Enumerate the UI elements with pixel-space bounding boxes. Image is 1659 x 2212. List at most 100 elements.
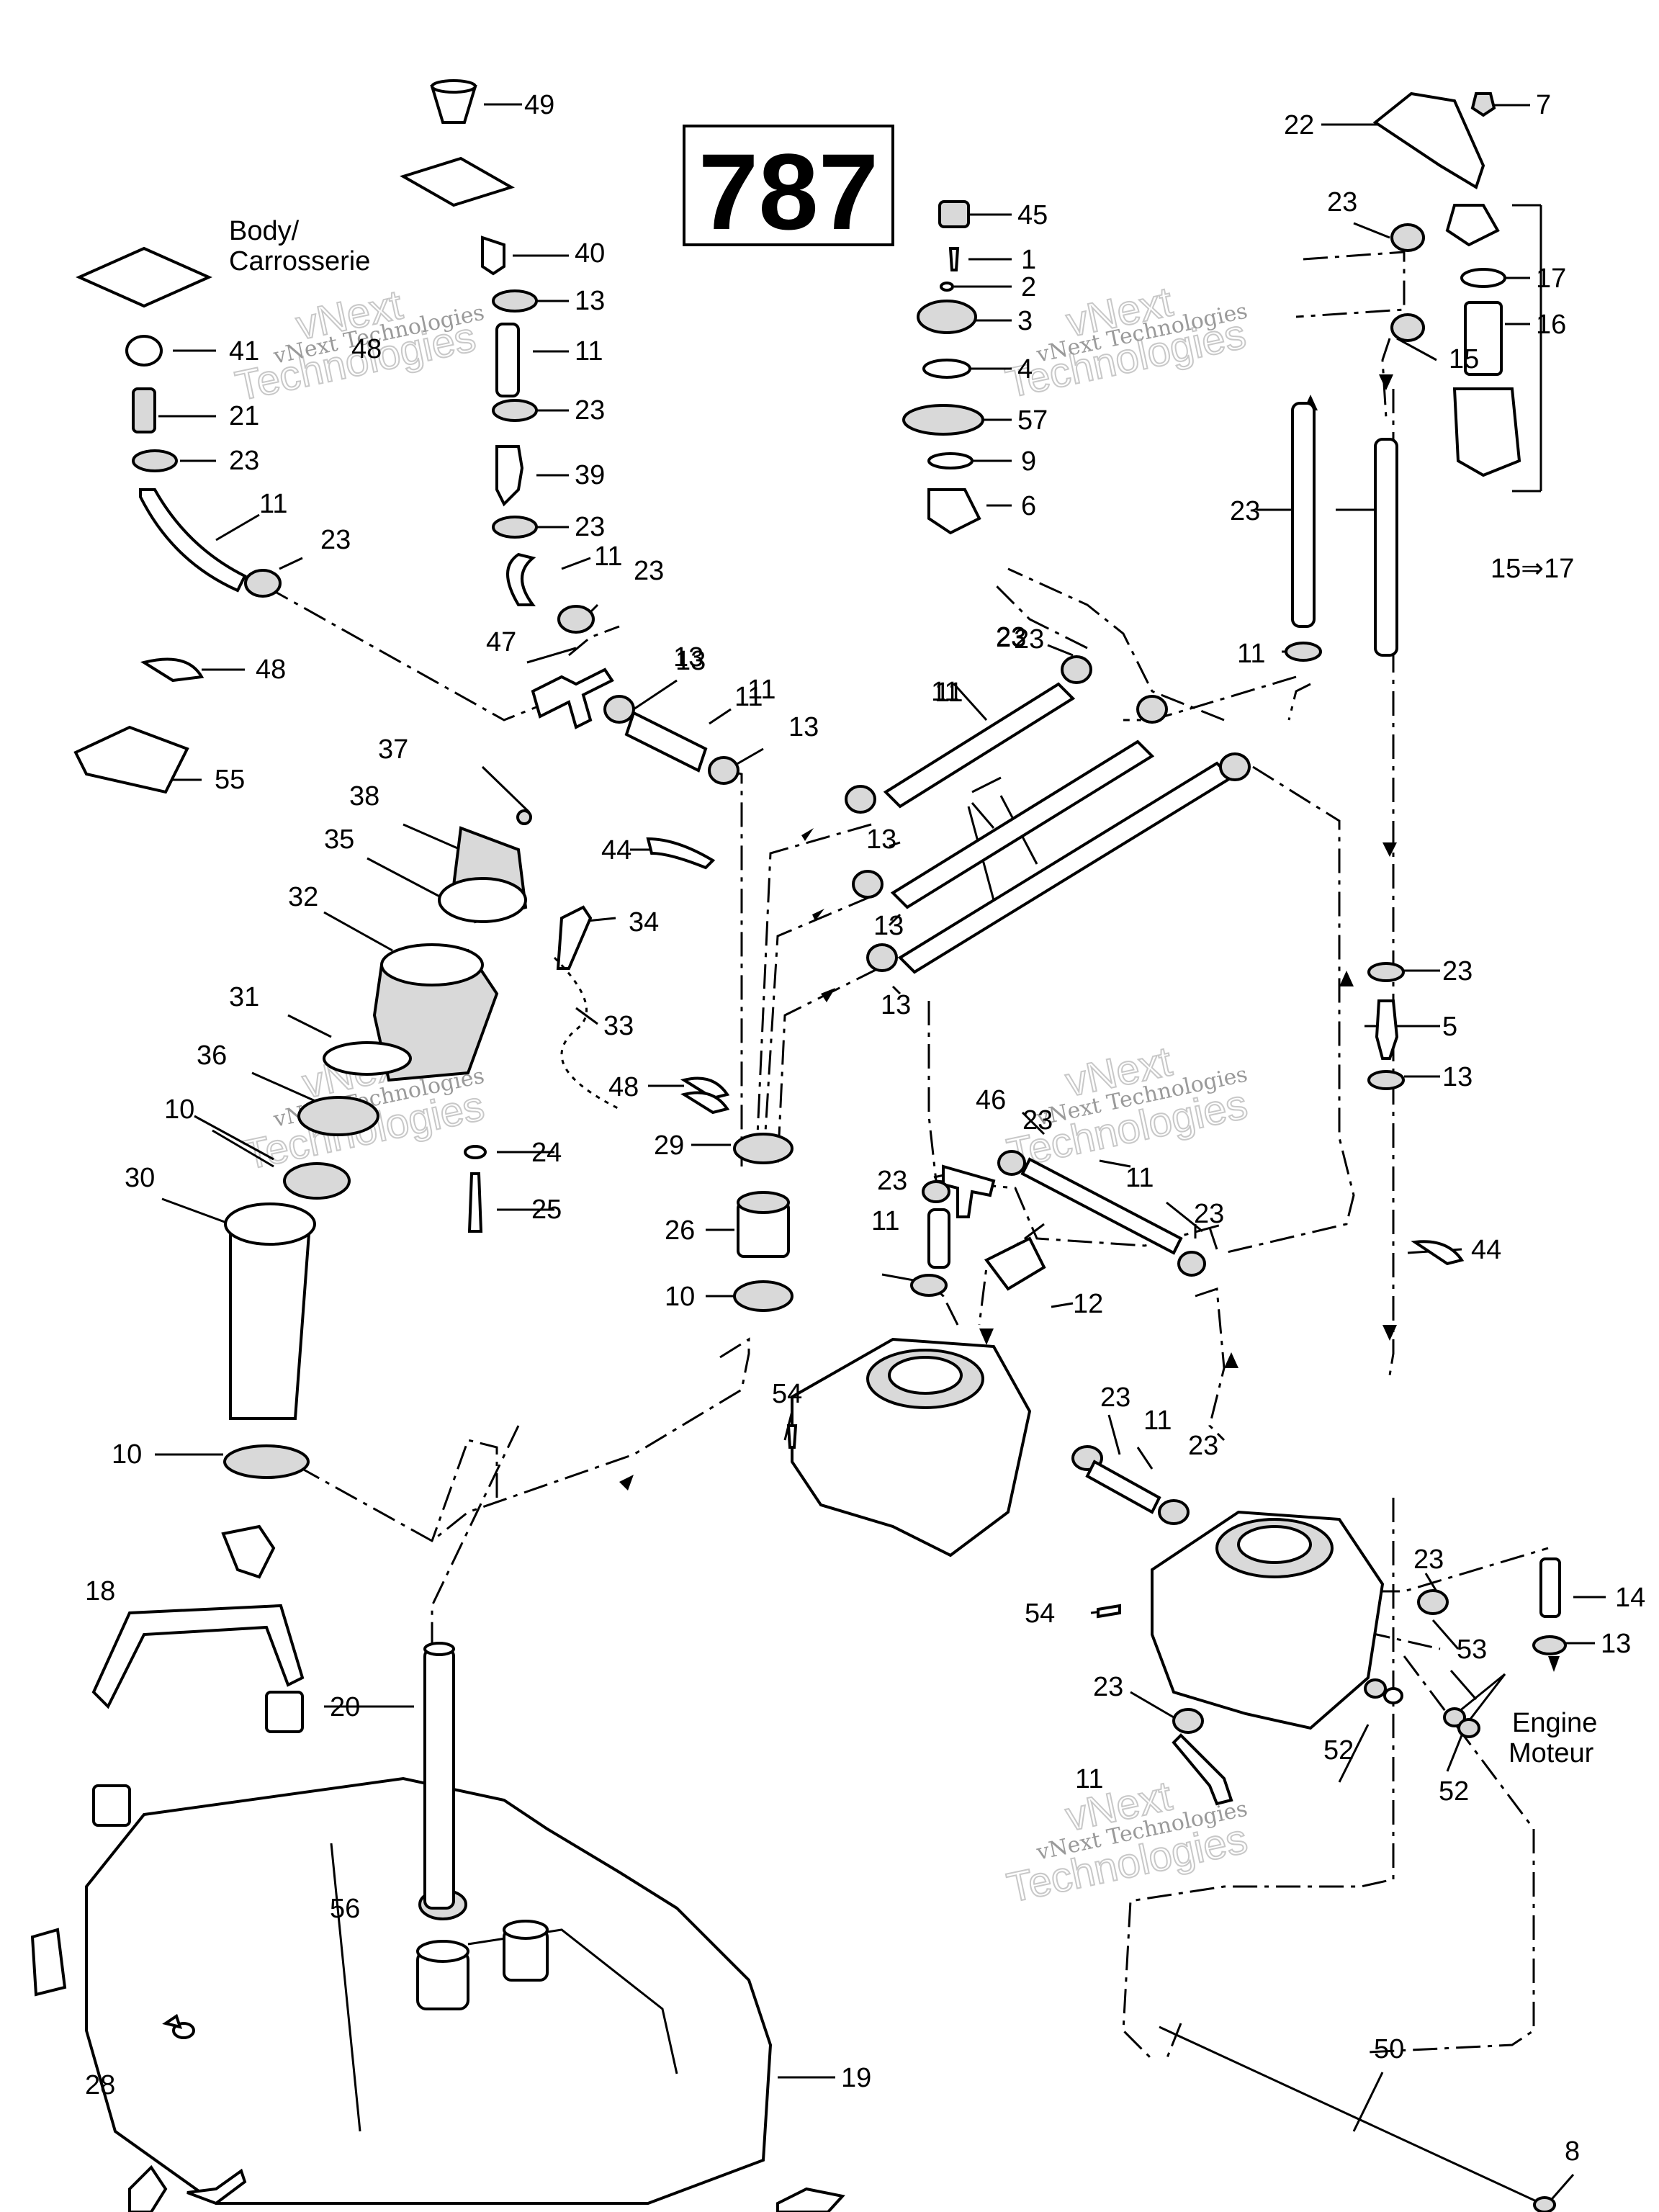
callout-label: 46 bbox=[976, 1085, 1006, 1115]
callout-label: 35 bbox=[324, 824, 354, 855]
callout-label: 22 bbox=[1284, 110, 1314, 140]
callout-label: 21 bbox=[229, 401, 259, 431]
callout-label: 1 bbox=[1021, 245, 1036, 275]
callout-label: 33 bbox=[603, 1011, 634, 1041]
callout-label: 18 bbox=[85, 1576, 115, 1606]
callout-label: 15 bbox=[1449, 344, 1479, 374]
callout-label: 16 bbox=[1536, 310, 1566, 340]
callout-label: 12 bbox=[1073, 1289, 1103, 1319]
callout-label: 11 bbox=[931, 677, 959, 707]
callout-label: 11 bbox=[1125, 1163, 1154, 1193]
callout-label: 4 bbox=[1017, 354, 1033, 385]
callout-label: 32 bbox=[288, 882, 318, 912]
callout-label: 23 bbox=[1194, 1199, 1224, 1229]
callout-label: 24 bbox=[531, 1138, 562, 1168]
callout-label: 23 bbox=[996, 622, 1026, 652]
callout-label: 10 bbox=[665, 1282, 695, 1312]
callout-label: 44 bbox=[601, 835, 631, 866]
engine-label-line2: Moteur bbox=[1509, 1738, 1594, 1768]
range-label: 15⇒17 bbox=[1491, 554, 1574, 584]
callout-label: 28 bbox=[85, 2070, 115, 2100]
callout-label: 34 bbox=[629, 907, 659, 938]
callout-label: 44 bbox=[1471, 1235, 1501, 1265]
callout-label: 23 bbox=[634, 556, 664, 586]
callout-label: 50 bbox=[1374, 2034, 1404, 2064]
callout-label: 23 bbox=[1188, 1431, 1218, 1461]
callout-label: 6 bbox=[1021, 491, 1036, 521]
callout-label: 49 bbox=[524, 90, 554, 120]
callout-label: 23 bbox=[1093, 1672, 1123, 1702]
callout-label: 20 bbox=[330, 1692, 360, 1722]
callout-label: 23 bbox=[1230, 496, 1260, 526]
watermark-mid-right: Technologies vNext vNext Technologies bbox=[1002, 1037, 1252, 1177]
callout-label: 11 bbox=[1075, 1764, 1103, 1794]
diagram-number-box: 787 bbox=[683, 125, 894, 252]
callout-label: 48 bbox=[256, 655, 286, 685]
callout-label: 23 bbox=[1442, 956, 1473, 986]
callout-label: 52 bbox=[1439, 1776, 1469, 1807]
callout-label: 30 bbox=[125, 1163, 155, 1193]
parts bbox=[30, 79, 1567, 2212]
callout-label: 38 bbox=[349, 781, 379, 811]
callout-label: 57 bbox=[1017, 405, 1048, 436]
callout-label: 55 bbox=[215, 765, 245, 795]
callout-label: 19 bbox=[841, 2063, 871, 2093]
callout-label: 37 bbox=[378, 734, 408, 765]
callout-label: 13 bbox=[873, 911, 904, 941]
callout-label: 26 bbox=[665, 1215, 695, 1246]
callout-label: 36 bbox=[197, 1040, 227, 1071]
callout-label: 13 bbox=[881, 990, 911, 1020]
callout-label: 11 bbox=[734, 682, 763, 712]
callout-label: 23 bbox=[575, 512, 605, 542]
callout-label: 56 bbox=[330, 1894, 360, 1924]
callout-label: 11 bbox=[594, 541, 622, 572]
callout-label: 25 bbox=[531, 1195, 562, 1225]
callout-label: 45 bbox=[1017, 200, 1048, 230]
callout-label: 23 bbox=[1022, 1105, 1053, 1136]
callout-label: 23 bbox=[877, 1166, 907, 1196]
callout-label: 41 bbox=[229, 336, 259, 367]
callout-label: 14 bbox=[1615, 1583, 1645, 1613]
callout-label: 11 bbox=[259, 489, 287, 519]
callout-label: 8 bbox=[1565, 2136, 1580, 2167]
callout-label: 11 bbox=[935, 678, 963, 708]
engine-label-line1: Engine bbox=[1512, 1708, 1597, 1738]
callout-label: 11 bbox=[747, 675, 775, 705]
body-label-line2: Carrosserie bbox=[229, 246, 370, 276]
callout-label: 54 bbox=[1025, 1599, 1055, 1629]
callout-label: 23 bbox=[1100, 1382, 1130, 1413]
callout-label: 3 bbox=[1017, 306, 1033, 336]
callout-label: 11 bbox=[1237, 639, 1265, 669]
callout-label: 47 bbox=[486, 627, 516, 657]
callout-label: 11 bbox=[1143, 1406, 1172, 1436]
callout-label: 13 bbox=[675, 646, 706, 676]
callout-label: 13 bbox=[1601, 1629, 1631, 1659]
callout-label: 29 bbox=[654, 1130, 684, 1161]
body-label-line1: Body/ bbox=[229, 216, 300, 246]
callout-label: 7 bbox=[1536, 90, 1551, 120]
callout-label: 23 bbox=[320, 525, 351, 555]
callout-label: 13 bbox=[673, 642, 703, 673]
callout-label: 23 bbox=[575, 395, 605, 426]
callout-label: 52 bbox=[1323, 1735, 1354, 1766]
callout-label: 10 bbox=[112, 1439, 142, 1470]
callout-label: 11 bbox=[575, 336, 603, 367]
callout-label: 10 bbox=[164, 1094, 194, 1125]
callout-label: 13 bbox=[1442, 1062, 1473, 1092]
callout-label: 53 bbox=[1457, 1635, 1487, 1665]
callout-label: 23 bbox=[1014, 624, 1044, 655]
callout-label: 13 bbox=[788, 712, 819, 742]
callout-label: 23 bbox=[229, 446, 259, 476]
callout-labels: 49 40 13 11 23 39 23 11 23 47 13 11 13 4… bbox=[85, 90, 1645, 2167]
callout-label: 40 bbox=[575, 238, 605, 269]
callout-label: 31 bbox=[229, 982, 259, 1012]
diagram-number: 787 bbox=[698, 131, 878, 252]
callout-label: 17 bbox=[1536, 264, 1566, 294]
callout-label: 23 bbox=[996, 623, 1026, 653]
callout-label: 23 bbox=[1413, 1545, 1444, 1575]
callout-label: 13 bbox=[866, 824, 896, 855]
callout-label: 54 bbox=[772, 1379, 802, 1409]
callout-label: 11 bbox=[871, 1206, 899, 1236]
callout-label: 23 bbox=[1327, 187, 1357, 217]
